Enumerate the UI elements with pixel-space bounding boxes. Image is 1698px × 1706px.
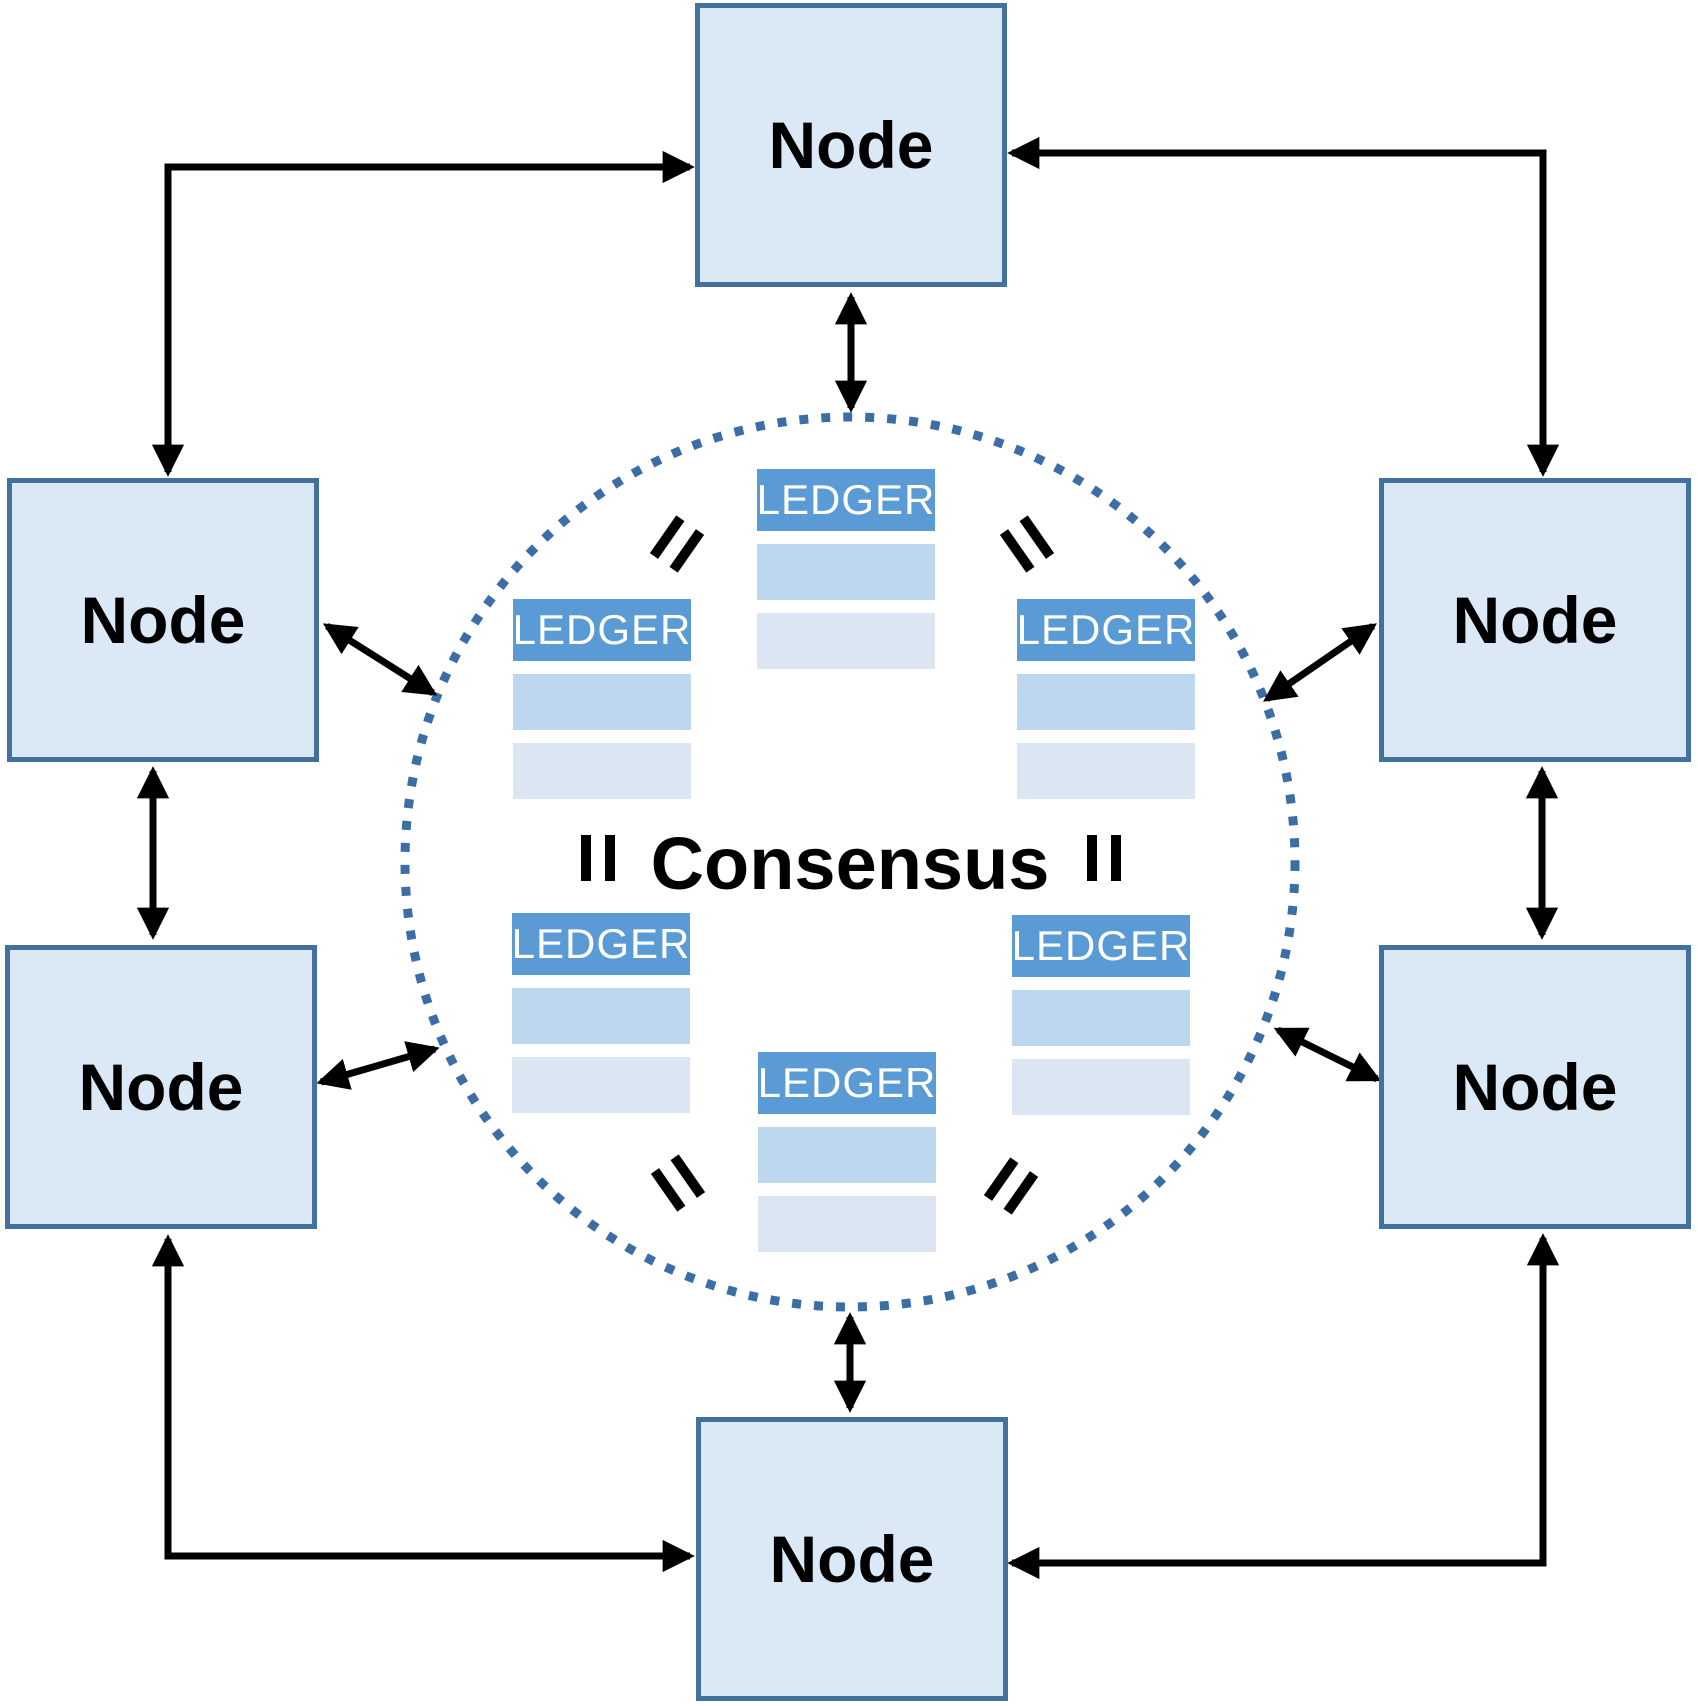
node-label: Node <box>1452 583 1618 657</box>
ledger-header: LEDGER <box>758 1052 936 1114</box>
node-box-right-upper: Node <box>1379 478 1691 762</box>
ledger-row <box>512 988 690 1044</box>
consensus-circle <box>400 412 1300 1312</box>
arrow-elbow-bottom-right <box>1007 1233 1560 1580</box>
node-box-left-lower: Node <box>5 945 317 1229</box>
ledger-header: LEDGER <box>1017 599 1195 661</box>
ledger-row <box>1017 674 1195 730</box>
arrow-left-lower-node-circle <box>316 1041 440 1090</box>
ledger-lower-left: LEDGER <box>512 913 690 1113</box>
node-box-bottom: Node <box>696 1417 1008 1701</box>
arrow-right-upper-node-circle <box>1263 623 1377 702</box>
arrow-elbow-bottom-left <box>151 1234 695 1573</box>
ledger-upper-left: LEDGER <box>513 599 691 799</box>
ledger-row <box>1012 1059 1190 1115</box>
arrow-left-upper-node-circle <box>322 623 438 696</box>
ledger-header: LEDGER <box>513 599 691 661</box>
ledger-top: LEDGER <box>757 469 935 669</box>
arrow-elbow-top-right <box>1007 136 1560 477</box>
node-box-left-upper: Node <box>7 478 319 762</box>
node-label: Node <box>768 108 934 182</box>
node-label: Node <box>769 1522 935 1596</box>
ledger-header: LEDGER <box>1012 915 1190 977</box>
node-box-top: Node <box>695 3 1007 287</box>
ledger-row <box>513 743 691 799</box>
ledger-upper-right: LEDGER <box>1017 599 1195 799</box>
consensus-label: Consensus <box>650 822 1050 905</box>
ledger-row <box>758 1196 936 1252</box>
ledger-row <box>513 674 691 730</box>
node-label: Node <box>1452 1050 1618 1124</box>
ledger-row <box>757 544 935 600</box>
node-label: Node <box>78 1050 244 1124</box>
ledger-lower-right: LEDGER <box>1012 915 1190 1115</box>
node-box-right-lower: Node <box>1379 945 1691 1229</box>
arrow-right-lower-node-circle <box>1273 1026 1382 1083</box>
ledger-row <box>757 613 935 669</box>
ledger-header: LEDGER <box>512 913 690 975</box>
arrow-elbow-top-left <box>151 150 695 477</box>
ledger-row <box>1012 990 1190 1046</box>
ledger-row <box>512 1057 690 1113</box>
ledger-bottom: LEDGER <box>758 1052 936 1252</box>
ledger-row <box>1017 743 1195 799</box>
node-label: Node <box>80 583 246 657</box>
ledger-header: LEDGER <box>757 469 935 531</box>
ledger-row <box>758 1127 936 1183</box>
